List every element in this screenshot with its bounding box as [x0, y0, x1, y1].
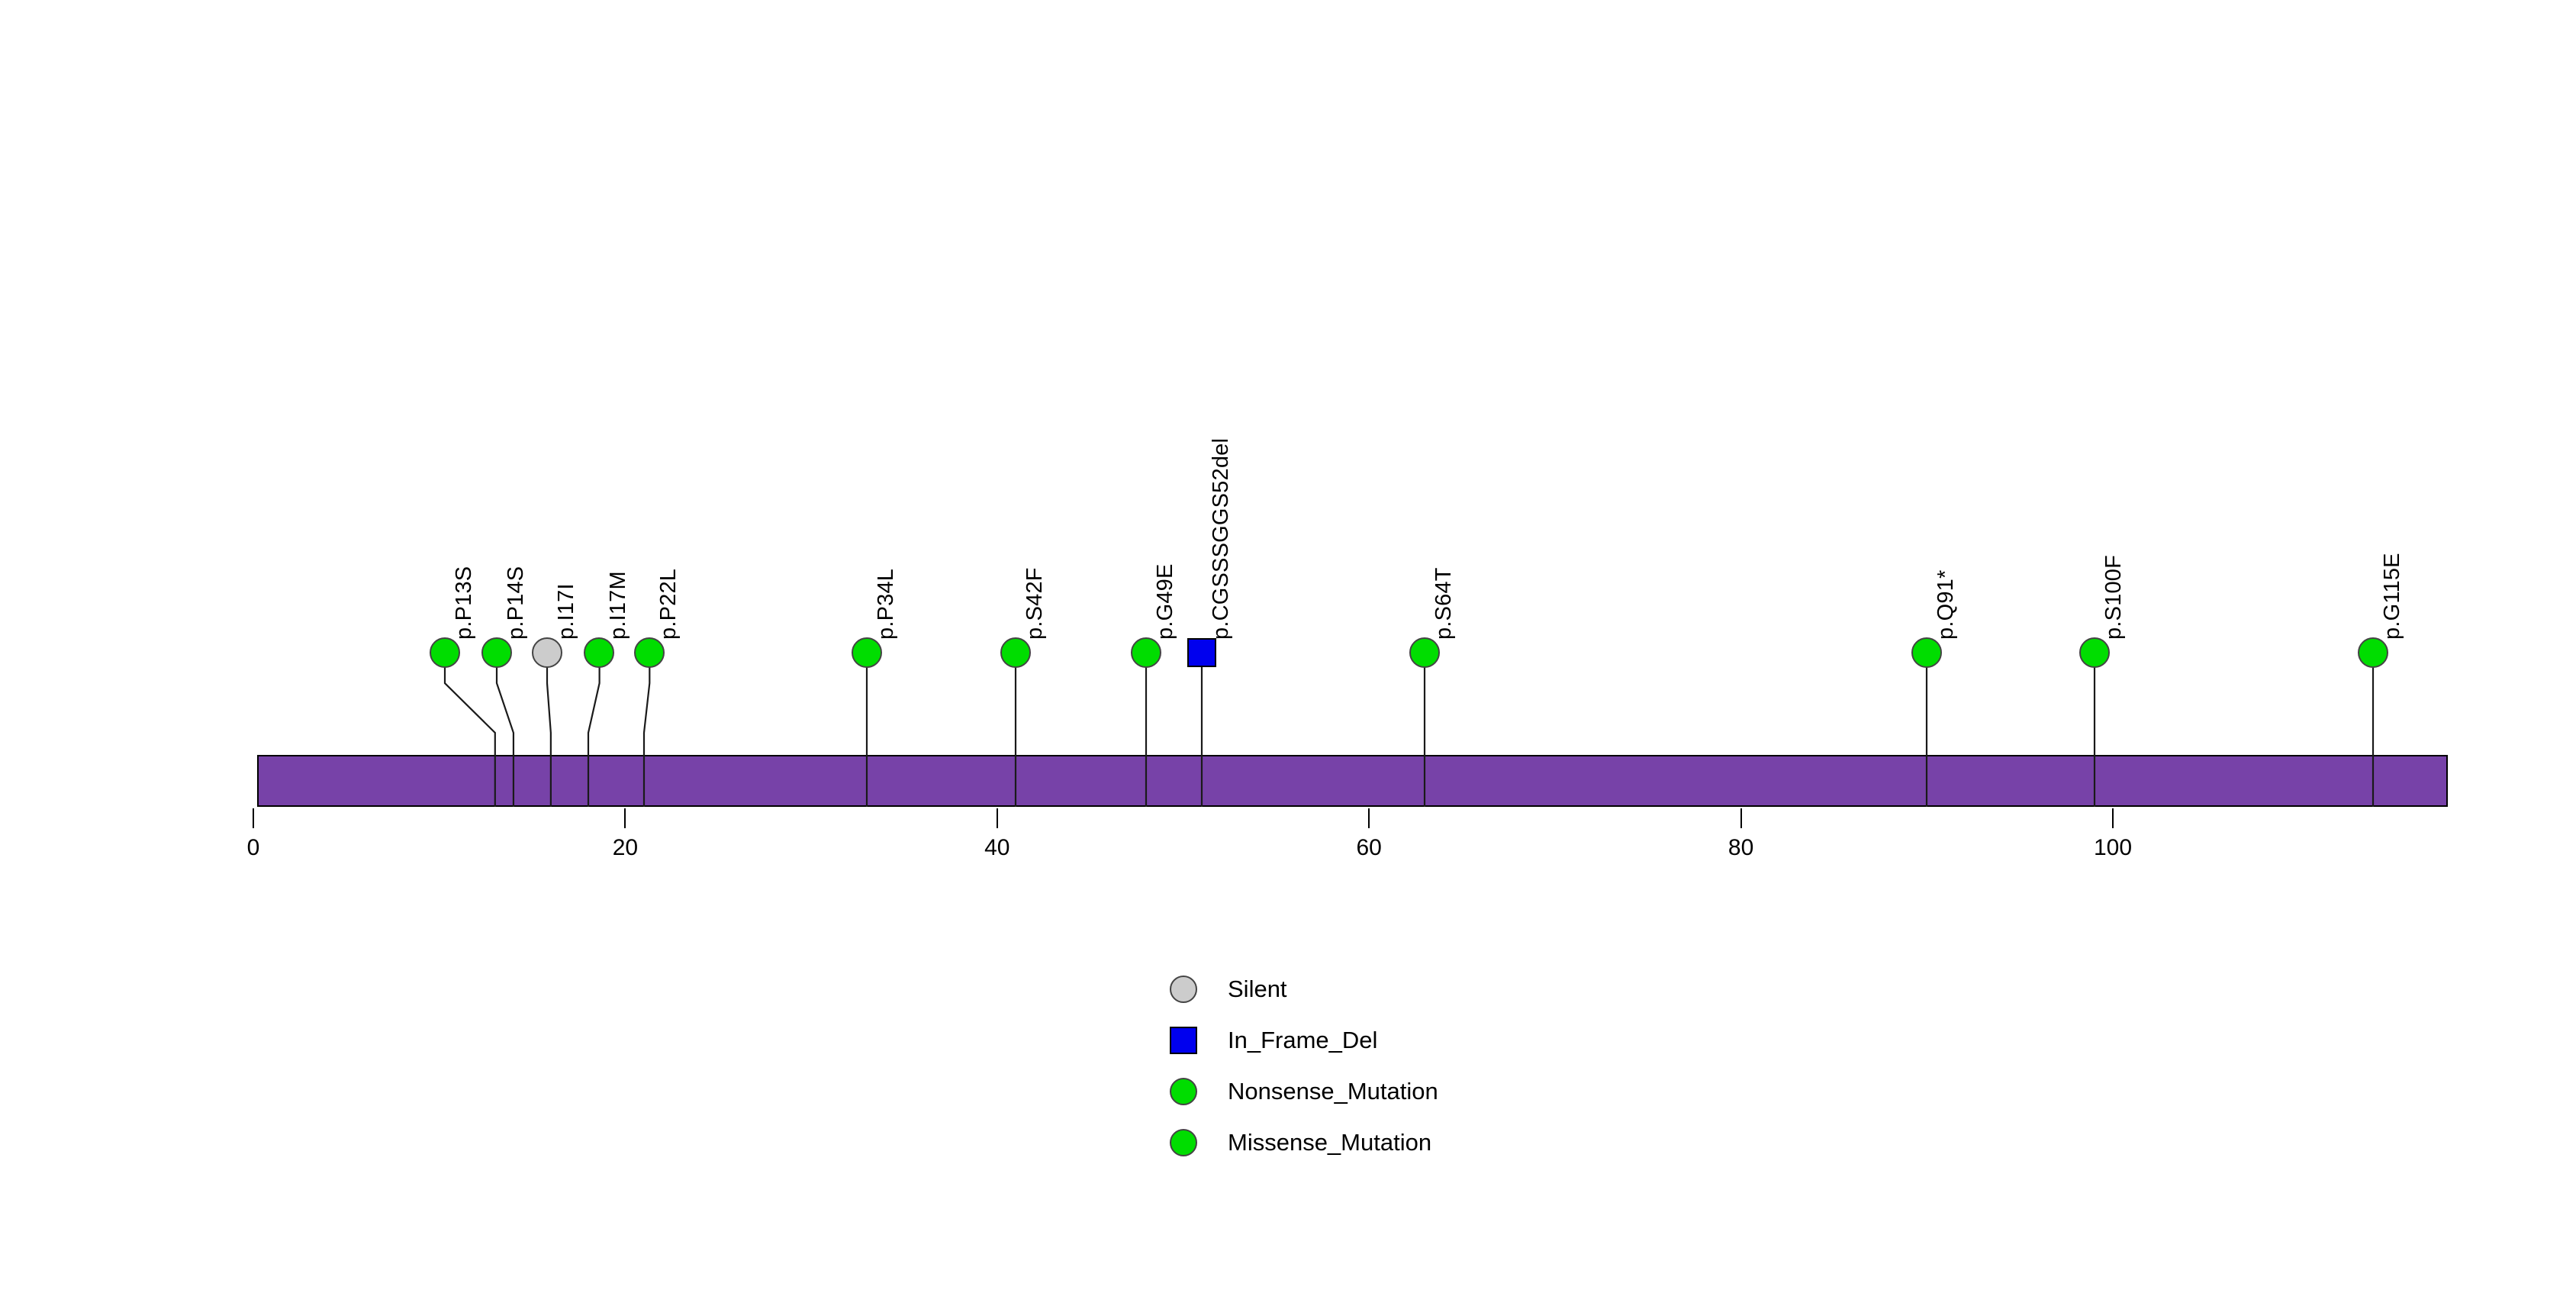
mutation-label: p.I17I [554, 583, 579, 640]
mutation-label: p.G115E [2380, 553, 2405, 640]
legend-label: Silent [1228, 976, 1287, 1002]
lollipop-stem [1199, 653, 1205, 807]
legend-swatch-circle-icon [1170, 1078, 1197, 1105]
lollipop-head-missense-mutation[interactable] [430, 637, 460, 668]
axis-tick [253, 808, 254, 828]
legend-label: In_Frame_Del [1228, 1027, 1378, 1053]
legend-swatch-circle-icon [1170, 976, 1197, 1003]
mutation-label: p.S100F [2101, 554, 2126, 640]
legend-item-nonsense-mutation[interactable]: Nonsense_Mutation [1170, 1078, 1438, 1105]
legend-label: Nonsense_Mutation [1228, 1078, 1438, 1105]
axis-tick-label: 0 [246, 835, 260, 860]
axis-tick-label: 100 [2093, 835, 2133, 860]
lollipop-stem [2370, 653, 2376, 807]
lollipop-stem [1422, 653, 1428, 807]
mutation-label: p.G49E [1152, 563, 1177, 640]
lollipop-head-missense-mutation[interactable] [1409, 637, 1441, 668]
axis-tick-label: 40 [984, 835, 1010, 860]
axis-tick-label: 60 [1356, 835, 1382, 860]
lollipop-head-nonsense-mutation[interactable] [1911, 637, 1943, 668]
lollipop-head-in-frame-del[interactable] [1187, 638, 1216, 667]
mutation-label: p.P22L [656, 568, 681, 640]
mutation-label: p.Q91* [1934, 569, 1959, 640]
axis-tick [996, 808, 998, 828]
lollipop-stem [864, 653, 870, 807]
legend-item-in-frame-del[interactable]: In_Frame_Del [1170, 1027, 1377, 1054]
mutation-label: p.P13S [452, 566, 476, 640]
mutation-label: p.CGSSSGGS52del [1208, 437, 1233, 640]
mutation-label: p.P14S [504, 566, 529, 640]
lollipop-stem [1924, 653, 1930, 807]
axis-tick [2112, 808, 2114, 828]
mutation-label: p.S42F [1022, 567, 1048, 640]
legend-swatch-square-icon [1170, 1027, 1197, 1054]
protein-backbone-bar [257, 755, 2448, 807]
lollipop-stem [1143, 653, 1149, 807]
axis-tick-label: 80 [1728, 835, 1754, 860]
lollipop-head-missense-mutation[interactable] [2079, 637, 2110, 668]
lollipop-head-missense-mutation[interactable] [584, 637, 615, 668]
lollipop-stem [442, 653, 498, 807]
lollipop-stem [1013, 653, 1019, 807]
lollipop-head-missense-mutation[interactable] [1130, 637, 1161, 668]
lollipop-head-missense-mutation[interactable] [634, 637, 665, 668]
lollipop-stem [494, 653, 517, 807]
mutation-label: p.S64T [1431, 567, 1457, 640]
lollipop-stem [641, 653, 652, 807]
axis-tick-label: 20 [612, 835, 639, 860]
axis-tick [1740, 808, 1742, 828]
lollipop-stem [544, 653, 554, 807]
lollipop-stem [585, 653, 603, 807]
lollipop-head-missense-mutation[interactable] [852, 637, 883, 668]
lollipop-stem [2091, 653, 2098, 807]
lollipop-head-missense-mutation[interactable] [2358, 637, 2389, 668]
legend-item-missense-mutation[interactable]: Missense_Mutation [1170, 1129, 1431, 1156]
legend-label: Missense_Mutation [1228, 1129, 1432, 1156]
lollipop-head-silent[interactable] [532, 637, 563, 668]
lollipop-head-missense-mutation[interactable] [481, 637, 513, 668]
mutation-label: p.I17M [606, 571, 631, 640]
legend-swatch-circle-icon [1170, 1129, 1197, 1156]
mutation-label: p.P34L [874, 568, 899, 640]
axis-tick [624, 808, 626, 828]
legend-item-silent[interactable]: Silent [1170, 976, 1287, 1003]
lollipop-head-missense-mutation[interactable] [1000, 637, 1032, 668]
axis-tick [1368, 808, 1370, 828]
